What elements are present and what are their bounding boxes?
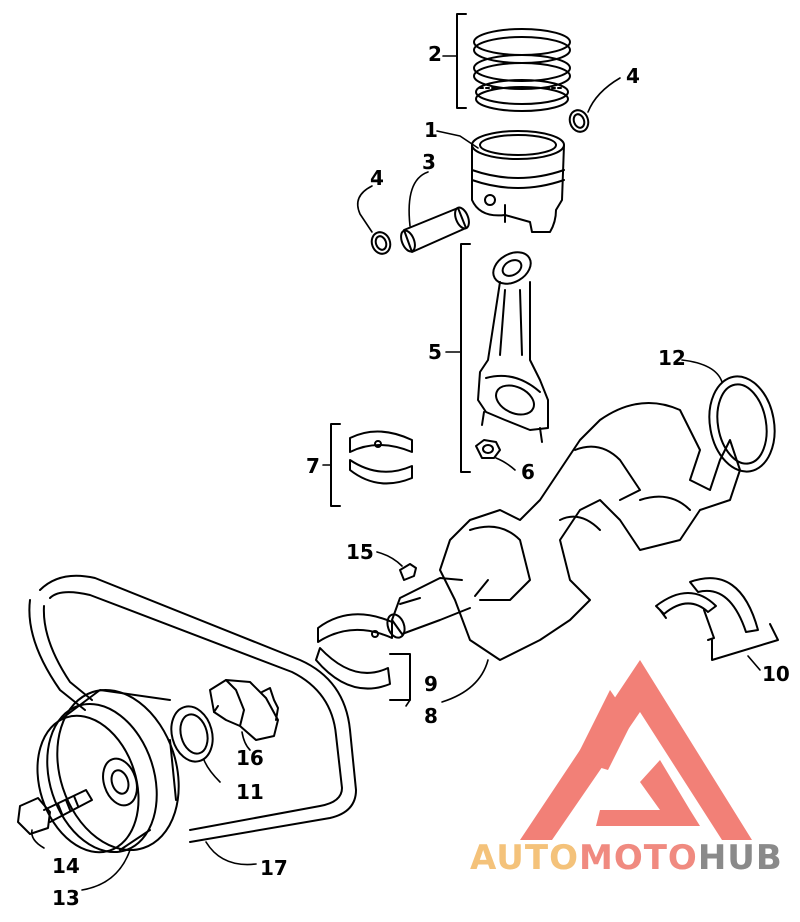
piston-pin-clip-right xyxy=(568,109,590,133)
callout-7: 7 xyxy=(306,454,320,478)
timing-sprocket xyxy=(209,679,279,741)
rod-bearing xyxy=(349,430,413,485)
callout-2: 2 xyxy=(428,42,442,66)
callout-13: 13 xyxy=(52,886,80,910)
piston xyxy=(471,130,565,233)
callout-3: 3 xyxy=(422,150,436,174)
drive-belt xyxy=(28,574,357,843)
watermark-moto: MOTO xyxy=(578,838,698,878)
callout-9: 9 xyxy=(424,672,438,696)
rod-nut xyxy=(475,439,501,459)
main-bearing-right xyxy=(655,577,759,641)
crankshaft-pulley xyxy=(36,688,180,854)
bracket-9 xyxy=(389,653,411,701)
piston-rings xyxy=(473,28,571,112)
callout-1: 1 xyxy=(424,118,438,142)
watermark-auto: AUTO xyxy=(470,838,579,878)
callout-6: 6 xyxy=(521,460,535,484)
callout-4-top: 4 xyxy=(626,64,640,88)
watermark-hub: HUB xyxy=(697,838,783,878)
callout-4-left: 4 xyxy=(370,166,384,190)
callout-15: 15 xyxy=(346,540,374,564)
leader-lines xyxy=(30,55,761,891)
callout-14: 14 xyxy=(52,854,80,878)
bracket-10 xyxy=(711,623,779,661)
bracket-7 xyxy=(330,423,341,507)
piston-pin xyxy=(400,206,470,253)
watermark-text: AUTOMOTOHUB xyxy=(470,838,783,878)
piston-pin-clip-left xyxy=(370,231,392,255)
callout-16: 16 xyxy=(236,746,264,770)
callout-8: 8 xyxy=(424,704,438,728)
woodruff-key xyxy=(399,563,417,581)
callout-11: 11 xyxy=(236,780,264,804)
callout-17: 17 xyxy=(260,856,288,880)
crankshaft-seal xyxy=(708,375,776,473)
main-bearing xyxy=(315,613,393,690)
pulley-bolt xyxy=(17,789,93,835)
connecting-rod xyxy=(477,251,549,443)
front-seal xyxy=(170,705,214,763)
callout-10: 10 xyxy=(762,662,790,686)
bracket-5 xyxy=(460,243,471,473)
watermark-logo xyxy=(520,660,752,840)
callout-5: 5 xyxy=(428,340,442,364)
callout-12: 12 xyxy=(658,346,686,370)
crankshaft xyxy=(386,401,741,661)
bracket-2 xyxy=(456,13,467,109)
